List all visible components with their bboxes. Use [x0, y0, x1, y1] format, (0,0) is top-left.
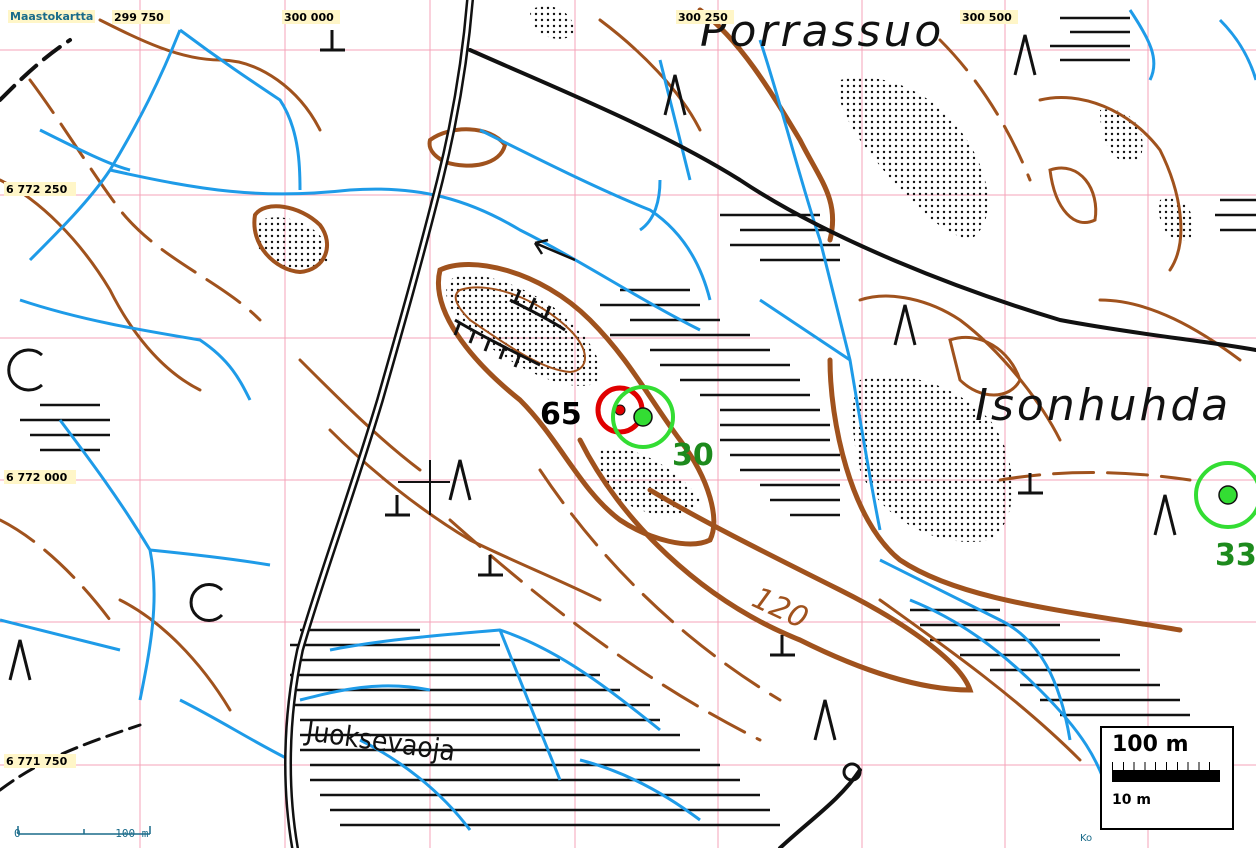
grid-labels: 299 750 300 000 300 250 300 500 6 772 25…	[4, 10, 1018, 768]
mini-scale-bar	[17, 826, 151, 835]
mini-scale-labels: 0 100 m	[14, 827, 148, 840]
cliff-symbol	[453, 289, 566, 368]
control-label-30: 30	[672, 438, 714, 473]
terrain-symbols	[7, 30, 1177, 741]
control-dot-33	[1218, 485, 1238, 505]
scale-small-label: 10 m	[1112, 792, 1151, 808]
control-dot-30	[633, 407, 653, 427]
control-label-65: 65	[540, 397, 582, 432]
contour-lines	[0, 7, 1242, 762]
scale-large-label: 100 m	[1112, 732, 1189, 757]
easting-label-1: 299 750	[114, 11, 164, 24]
control-circle-30[interactable]	[611, 385, 675, 449]
scale-bar	[1112, 770, 1220, 782]
mini-scale-end: 100 m	[115, 827, 149, 840]
place-name-right: Isonhuhda	[975, 380, 1231, 431]
mini-scale-start: 0	[14, 827, 21, 840]
northing-label-2: 6 772 000	[6, 471, 68, 484]
control-circle-33[interactable]	[1194, 461, 1256, 529]
northing-label-3: 6 771 750	[6, 755, 68, 768]
scale-box: 100 m 10 m	[1100, 726, 1234, 830]
easting-label-4: 300 500	[962, 11, 1012, 24]
place-name-top: Porrassuo	[700, 6, 944, 57]
map-brand: Maastokartta	[8, 10, 96, 23]
easting-label-2: 300 000	[284, 11, 334, 24]
marsh-area	[20, 16, 1256, 827]
corner-label: Ko	[1080, 833, 1093, 844]
sand-areas	[255, 6, 1193, 542]
contour-label-120: 120	[747, 581, 814, 637]
easting-label-3: 300 250	[678, 11, 728, 24]
control-label-33: 33	[1215, 538, 1256, 573]
scale-ticks	[1112, 762, 1220, 770]
control-points[interactable]: 65 30 33	[540, 385, 1256, 573]
northing-label-1: 6 772 250	[6, 183, 68, 196]
place-name-bottom-left: Juoksevaoja	[302, 714, 457, 768]
